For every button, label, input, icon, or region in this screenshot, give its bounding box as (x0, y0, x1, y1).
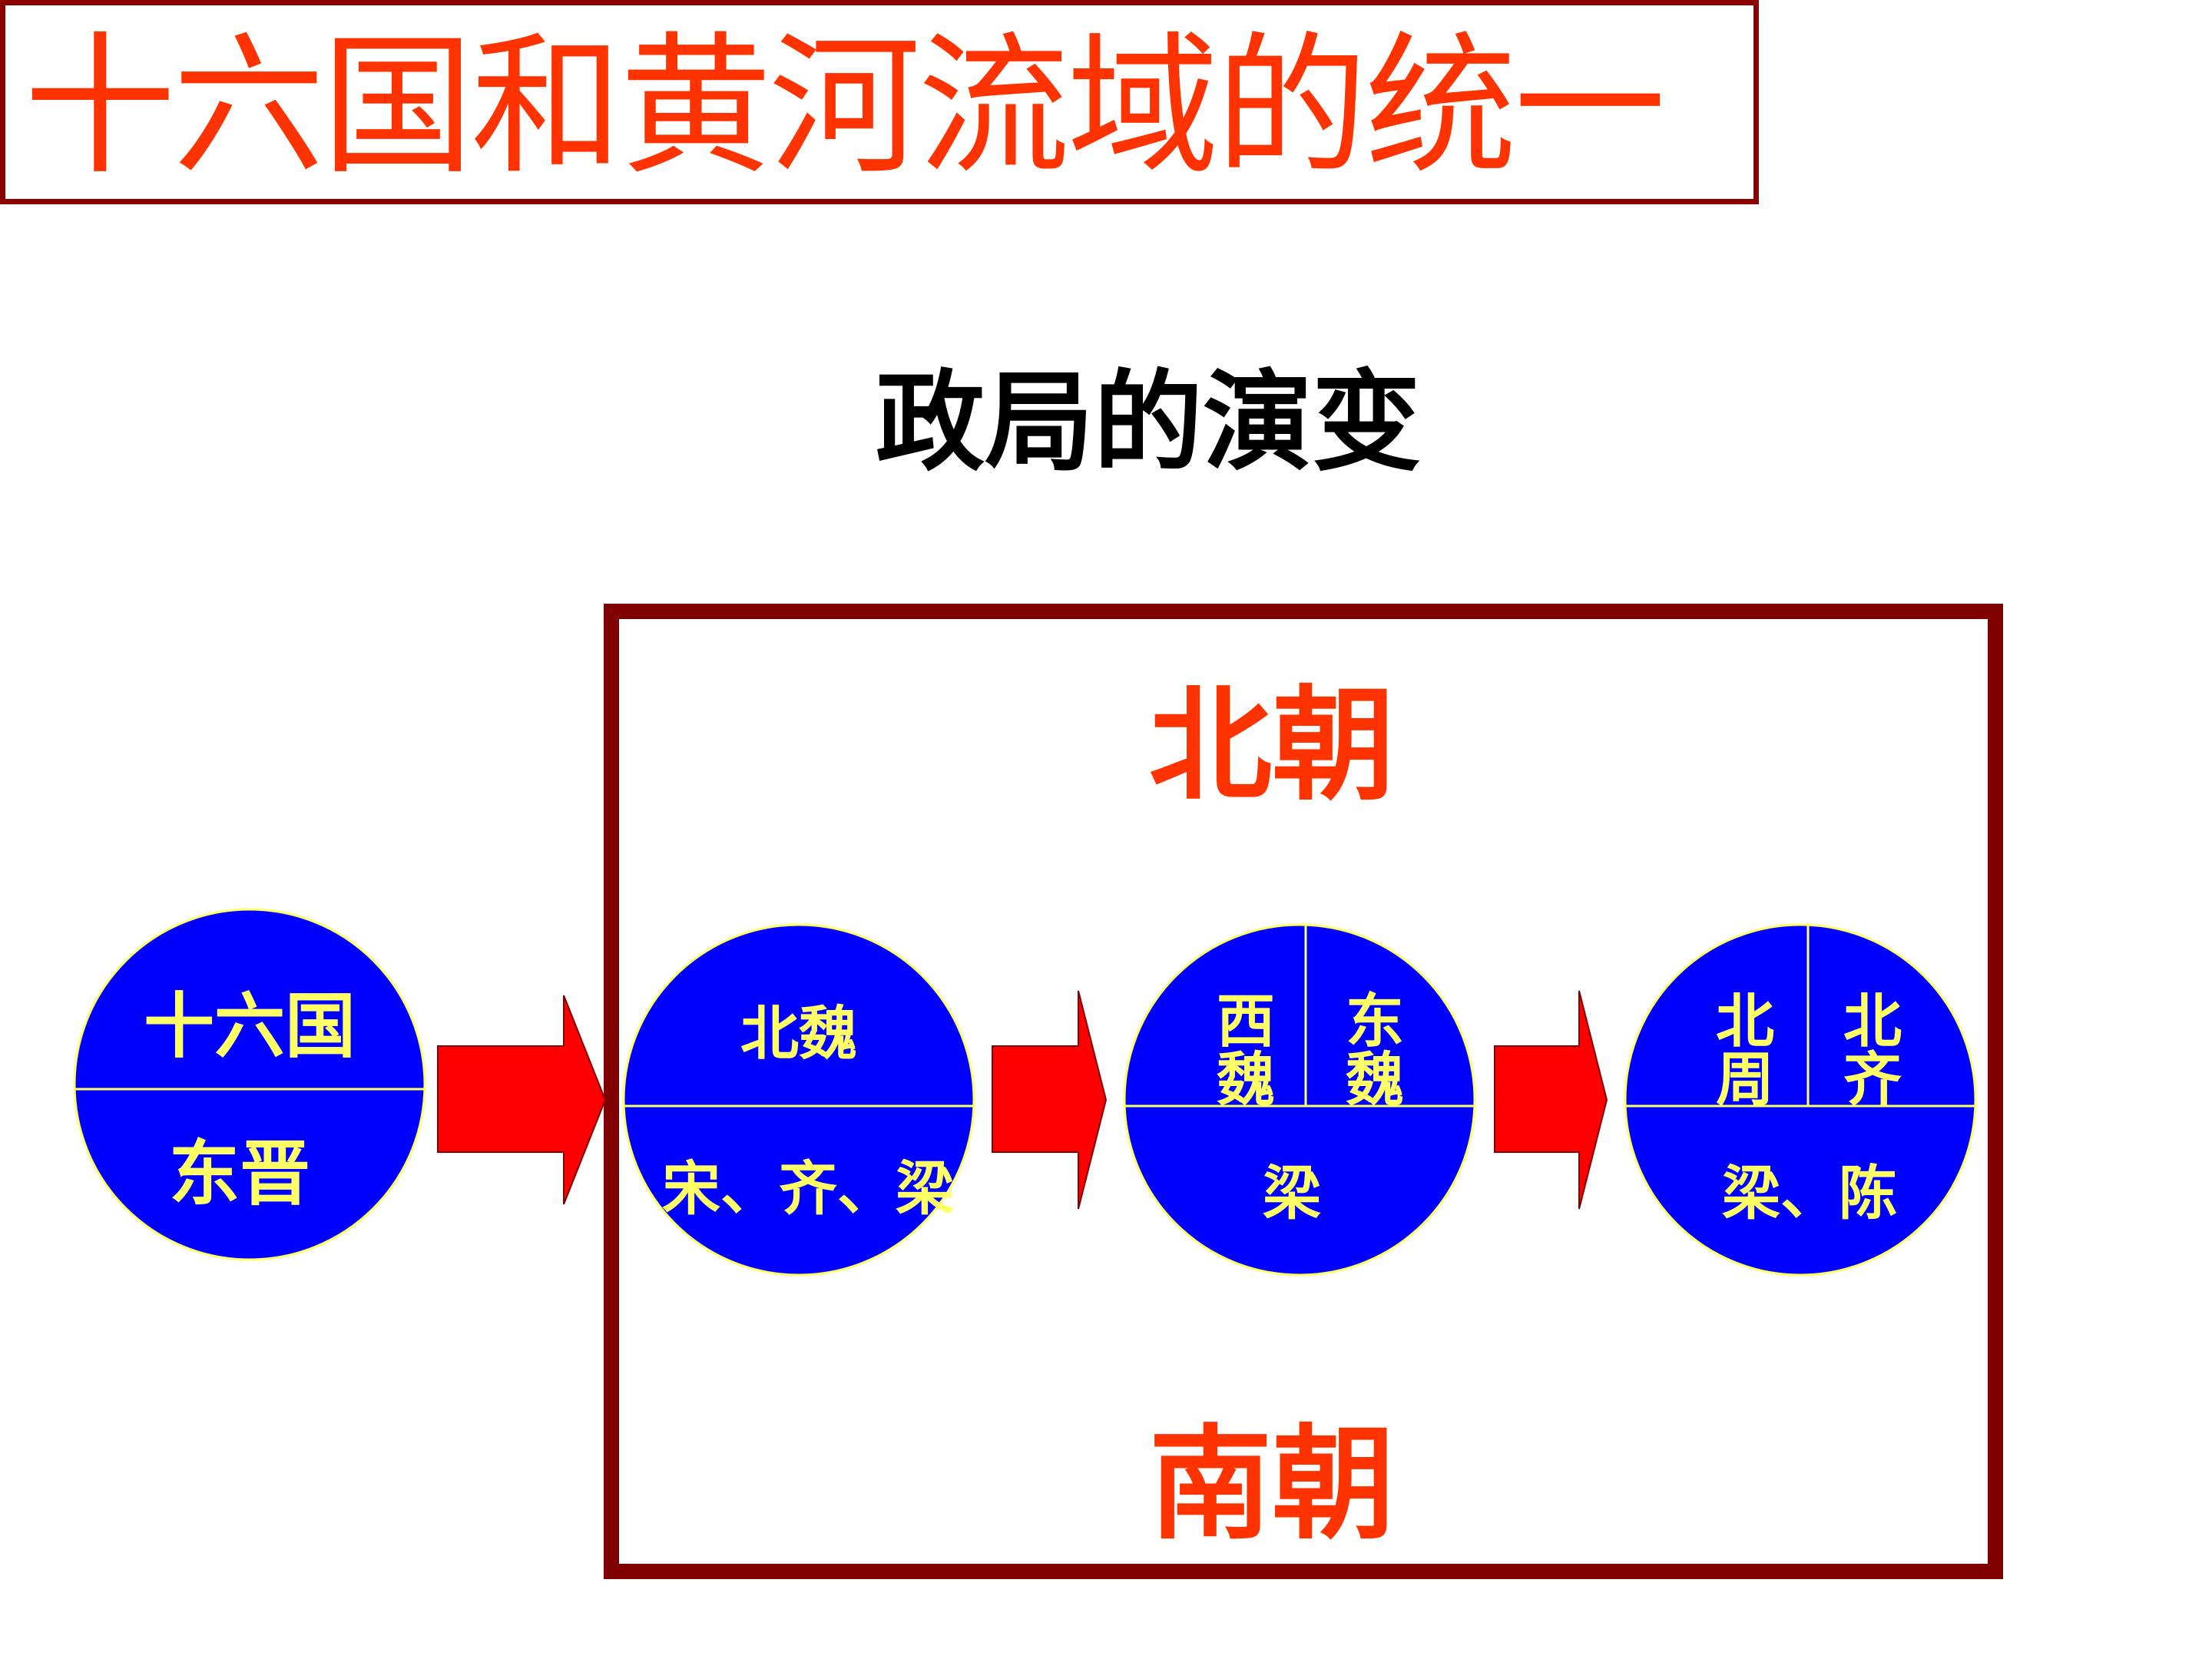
stage-1: 十六国 东晋 (73, 908, 426, 1261)
stage-2-circle (622, 923, 975, 1277)
stage-3: 西魏 东魏 梁 (1123, 923, 1476, 1277)
arrow-2 (992, 990, 1108, 1210)
title-box: 十六国和黄河流域的统一 (0, 0, 1759, 204)
stage-4: 北周 北齐 梁、陈 (1624, 923, 1977, 1277)
subtitle: 政局的演变 (876, 359, 1421, 486)
slide-title: 十六国和黄河流域的统一 (24, 18, 1666, 195)
stage-4-circle (1624, 923, 1977, 1277)
stage-3-north-east-top: 东魏 (1346, 987, 1404, 1114)
stage-4-north-west-top: 北周 (1716, 987, 1774, 1114)
stage-1-circle (73, 908, 426, 1261)
arrow-3 (1494, 990, 1608, 1210)
stage-3-south: 梁 (1263, 1159, 1321, 1227)
north-label: 北朝 (1149, 673, 1396, 817)
stage-1-south: 东晋 (169, 1132, 310, 1215)
arrow-1 (437, 995, 607, 1205)
northern-southern-dynasties-frame (604, 604, 2003, 1579)
stage-2-north: 北魏 (740, 999, 857, 1068)
stage-3-north-west-top: 西魏 (1217, 987, 1275, 1114)
stage-4-north-east-top: 北齐 (1843, 987, 1902, 1114)
stage-3-circle (1123, 923, 1476, 1277)
stage-2: 北魏 宋、齐、梁 (622, 923, 975, 1277)
stage-2-south: 宋、齐、梁 (662, 1154, 954, 1223)
stage-4-south: 梁、陈 (1722, 1159, 1897, 1227)
south-label: 南朝 (1149, 1412, 1396, 1556)
stage-1-north: 十六国 (144, 985, 356, 1068)
